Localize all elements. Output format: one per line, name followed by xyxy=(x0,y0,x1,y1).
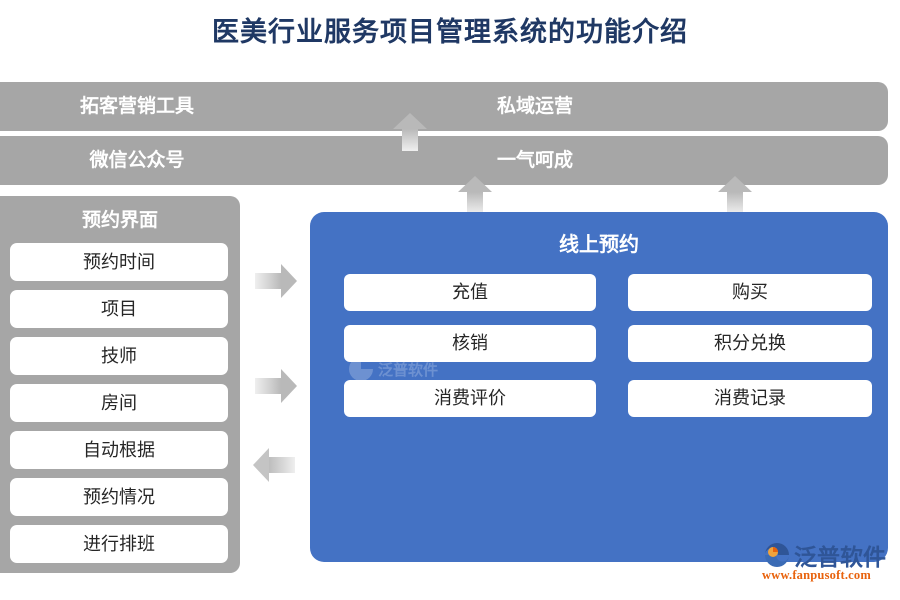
page-title: 医美行业服务项目管理系统的功能介绍 xyxy=(212,17,688,47)
left-panel-item-appointment-status[interactable]: 预约情况 xyxy=(10,478,228,516)
arrow-shaft xyxy=(727,190,743,214)
arrow-shaft xyxy=(255,273,281,289)
blue-panel-button-consume-review[interactable]: 消费评价 xyxy=(344,380,596,417)
blue-panel-online-booking: 线上预约 充值 购买 核销 积分兑换 消费评价 消费记录 xyxy=(310,212,888,562)
brand-logo-top: 泛普软件 xyxy=(762,540,892,570)
top-bar-row-2: 微信公众号 一气呵成 xyxy=(0,136,888,185)
blue-panel-button-consume-record[interactable]: 消费记录 xyxy=(628,380,872,417)
left-panel-item-auto-based-on[interactable]: 自动根据 xyxy=(10,431,228,469)
arrow-right-icon-middle xyxy=(255,369,297,403)
blue-panel-button-purchase[interactable]: 购买 xyxy=(628,274,872,311)
arrow-up-icon-to-bar-left xyxy=(458,176,492,214)
top-bar-label-weixin: 微信公众号 xyxy=(89,150,185,171)
blue-panel-button-points-exchange[interactable]: 积分兑换 xyxy=(628,325,872,362)
left-panel-item-room[interactable]: 房间 xyxy=(10,384,228,422)
left-panel-title: 预约界面 xyxy=(81,210,158,231)
top-bar-row-1: 拓客营销工具 私域运营 xyxy=(0,82,888,131)
arrow-head xyxy=(393,113,427,129)
arrow-head xyxy=(458,176,492,192)
arrow-shaft xyxy=(467,190,483,214)
arrow-up-icon-to-bar-right xyxy=(718,176,752,214)
arrow-head xyxy=(718,176,752,192)
arrow-left-icon-bottom xyxy=(253,448,295,482)
arrow-shaft xyxy=(255,378,281,394)
arrow-head xyxy=(253,448,269,482)
brand-logo: 泛普软件 www.fanpusoft.com xyxy=(762,540,892,588)
blue-panel-button-redeem[interactable]: 核销 xyxy=(344,325,596,362)
arrow-head xyxy=(281,264,297,298)
left-panel: 预约界面 预约时间 项目 技师 房间 自动根据 预约情况 进行排班 xyxy=(0,196,240,573)
top-bar-label-yiqihecheng: 一气呵成 xyxy=(496,150,573,171)
top-bar-label-siyu: 私域运营 xyxy=(496,96,573,117)
fanpu-swirl-icon xyxy=(765,543,789,567)
left-panel-item-project[interactable]: 项目 xyxy=(10,290,228,328)
arrow-head xyxy=(281,369,297,403)
left-panel-item-appointment-time[interactable]: 预约时间 xyxy=(10,243,228,281)
left-panel-item-technician[interactable]: 技师 xyxy=(10,337,228,375)
blue-panel-button-recharge[interactable]: 充值 xyxy=(344,274,596,311)
top-bar-label-tuoke: 拓客营销工具 xyxy=(79,96,194,117)
blue-panel-title: 线上预约 xyxy=(559,234,639,256)
arrow-shaft xyxy=(402,127,418,151)
arrow-up-icon-between-bars xyxy=(393,113,427,151)
arrow-right-icon-top xyxy=(255,264,297,298)
left-panel-item-scheduling[interactable]: 进行排班 xyxy=(10,525,228,563)
brand-logo-name: 泛普软件 xyxy=(794,545,886,570)
brand-logo-url: www.fanpusoft.com xyxy=(762,568,871,582)
arrow-shaft xyxy=(269,457,295,473)
